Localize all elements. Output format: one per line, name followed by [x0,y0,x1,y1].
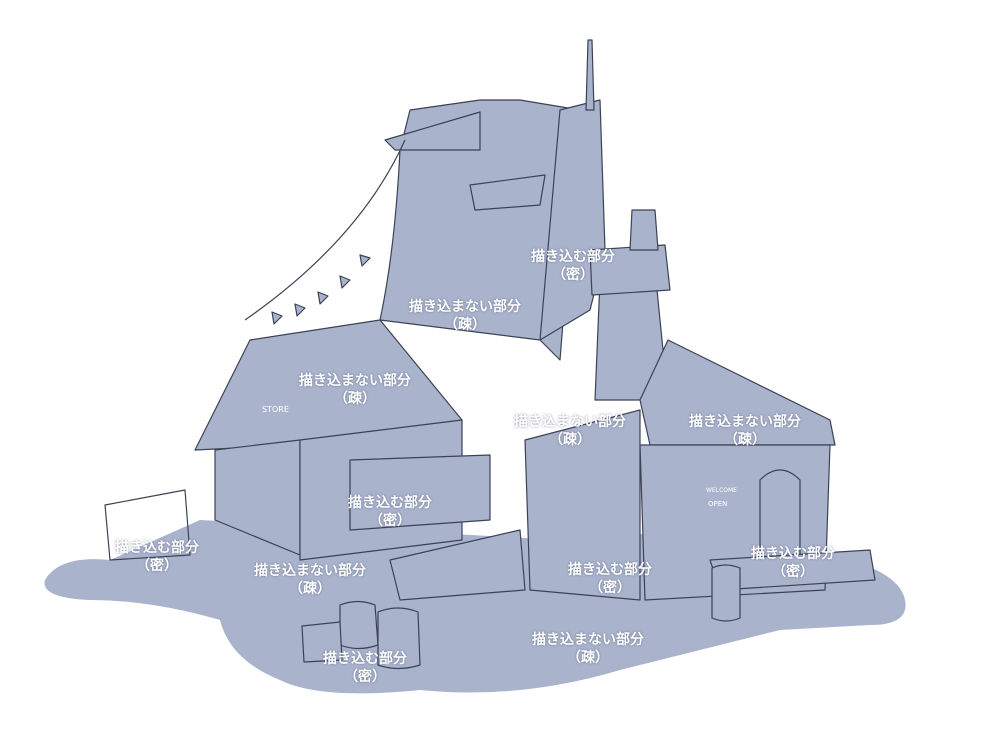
annotation-label: 描き込まない部分 （疎） [254,562,366,598]
label-main: 描き込む部分 [323,651,407,667]
chimney-cap [629,209,659,251]
annotation-label: 描き込まない部分 （疎） [514,413,626,449]
porch [349,454,491,531]
fence-left [104,489,191,561]
open-sign: OPEN [708,500,727,508]
label-sub: （密） [369,513,411,529]
roof-crest [384,111,481,151]
label-main: 描き込まない部分 [254,563,366,579]
label-main: 描き込む部分 [348,495,432,511]
barrel [377,607,421,670]
annotation-label: 描き込む部分 （密） [568,561,652,597]
annotation-label: 描き込む部分 （密） [751,545,835,581]
annotation-label: 描き込まない部分 （疎） [532,631,644,667]
rear-window [469,174,546,211]
label-sub: （疎） [549,432,591,448]
annotation-label: 描き込まない部分 （疎） [409,298,521,334]
label-main: 描き込む部分 [115,540,199,556]
annotation-label: 描き込まない部分 （疎） [689,413,801,449]
annotation-label: 描き込む部分 （密） [348,494,432,530]
label-sub: （密） [136,558,178,574]
store-sign: STORE [262,405,289,414]
label-sub: （密） [589,580,631,596]
spire-pole [585,39,595,111]
label-sub: （密） [552,267,594,283]
label-main: 描き込む部分 [531,249,615,265]
label-main: 描き込む部分 [751,546,835,562]
stairs [389,529,526,601]
right-house-roof [639,339,836,446]
label-main: 描き込む部分 [568,562,652,578]
bunting-flags [271,254,371,325]
label-sub: （疎） [289,581,331,597]
bunting-line [244,139,406,321]
label-main: 描き込まない部分 [299,373,411,389]
label-sub: （疎） [567,650,609,666]
welcome-sign: WELCOME [706,487,737,494]
label-main: 描き込まない部分 [532,632,644,648]
label-sub: （疎） [444,317,486,333]
center-wall [524,409,641,601]
barrel [711,564,741,622]
label-sub: （密） [772,564,814,580]
annotation-label: 描き込む部分 （密） [115,539,199,575]
barrel [339,600,379,650]
crate [301,621,343,663]
label-sub: （疎） [334,391,376,407]
label-sub: （疎） [724,432,766,448]
label-main: 描き込まない部分 [409,299,521,315]
annotation-label: 描き込まない部分 （疎） [299,372,411,408]
annotation-label: 描き込む部分 （密） [531,248,615,284]
label-main: 描き込まない部分 [689,414,801,430]
label-sub: （密） [344,669,386,685]
label-main: 描き込まない部分 [514,414,626,430]
annotation-label: 描き込む部分 （密） [323,650,407,686]
